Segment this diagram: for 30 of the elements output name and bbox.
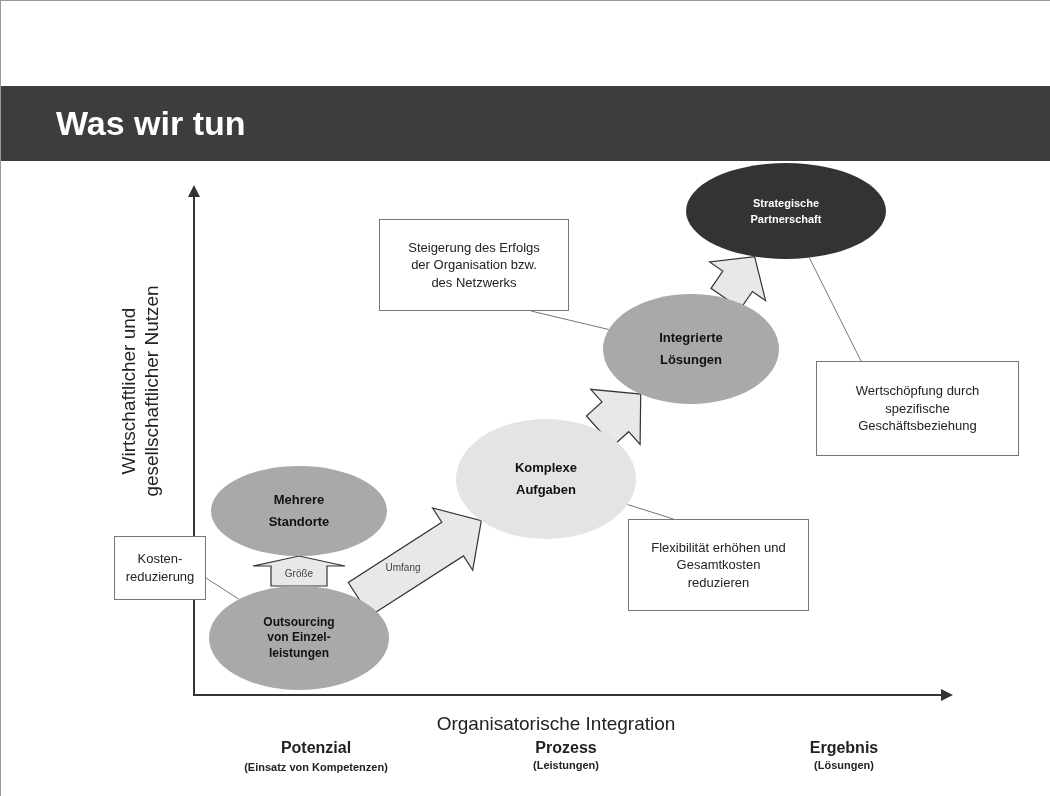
edge-label: Umfang: [385, 561, 421, 573]
node-text: Integrierte Lösungen: [658, 328, 724, 369]
node-text: Outsourcing von Einzel- leistungen: [262, 614, 336, 662]
node-text: Komplexe Aufgaben: [513, 458, 579, 499]
scale-label: (Lösungen): [814, 759, 874, 771]
callout-box: [379, 219, 569, 311]
node-text: Steigerung des Erfolgs der Organisation bzw. des Netzwerks: [407, 238, 541, 292]
node-text: Mehrere Standorte: [267, 490, 331, 531]
scale-label: (Leistungen): [533, 759, 599, 771]
leader-line: [626, 504, 674, 520]
block-arrow: [585, 388, 642, 447]
page-title: Was wir tun: [56, 104, 246, 143]
leader-line: [808, 257, 862, 362]
scale-label: Prozess: [535, 739, 597, 757]
node-text: Wertschöpfung durch spezifische Geschäftsbeziehung: [854, 382, 981, 435]
callout-box: [114, 536, 206, 600]
callout-box: [816, 361, 1019, 456]
node-text: Flexibilität erhöhen und Gesamtkosten reduzieren: [650, 538, 787, 592]
scale-label: (Einsatz von Kompetenzen): [244, 761, 388, 773]
node-text: Strategische Partnerschaft: [749, 195, 823, 227]
scale-label: Ergebnis: [809, 739, 879, 757]
node-text: Kosten- reduzierung: [124, 550, 196, 586]
axis-title: Wirtschaftlicher und gesellschaftlicher Nutzen: [118, 284, 163, 499]
scale-label: Potenzial: [280, 739, 352, 757]
callout-box: [628, 519, 809, 611]
edge-label: Größe: [284, 567, 314, 579]
leader-line: [205, 577, 240, 600]
block-arrow: [252, 555, 346, 587]
axis-title: Organisatorische Integration: [436, 713, 676, 735]
leader-line: [530, 310, 610, 330]
